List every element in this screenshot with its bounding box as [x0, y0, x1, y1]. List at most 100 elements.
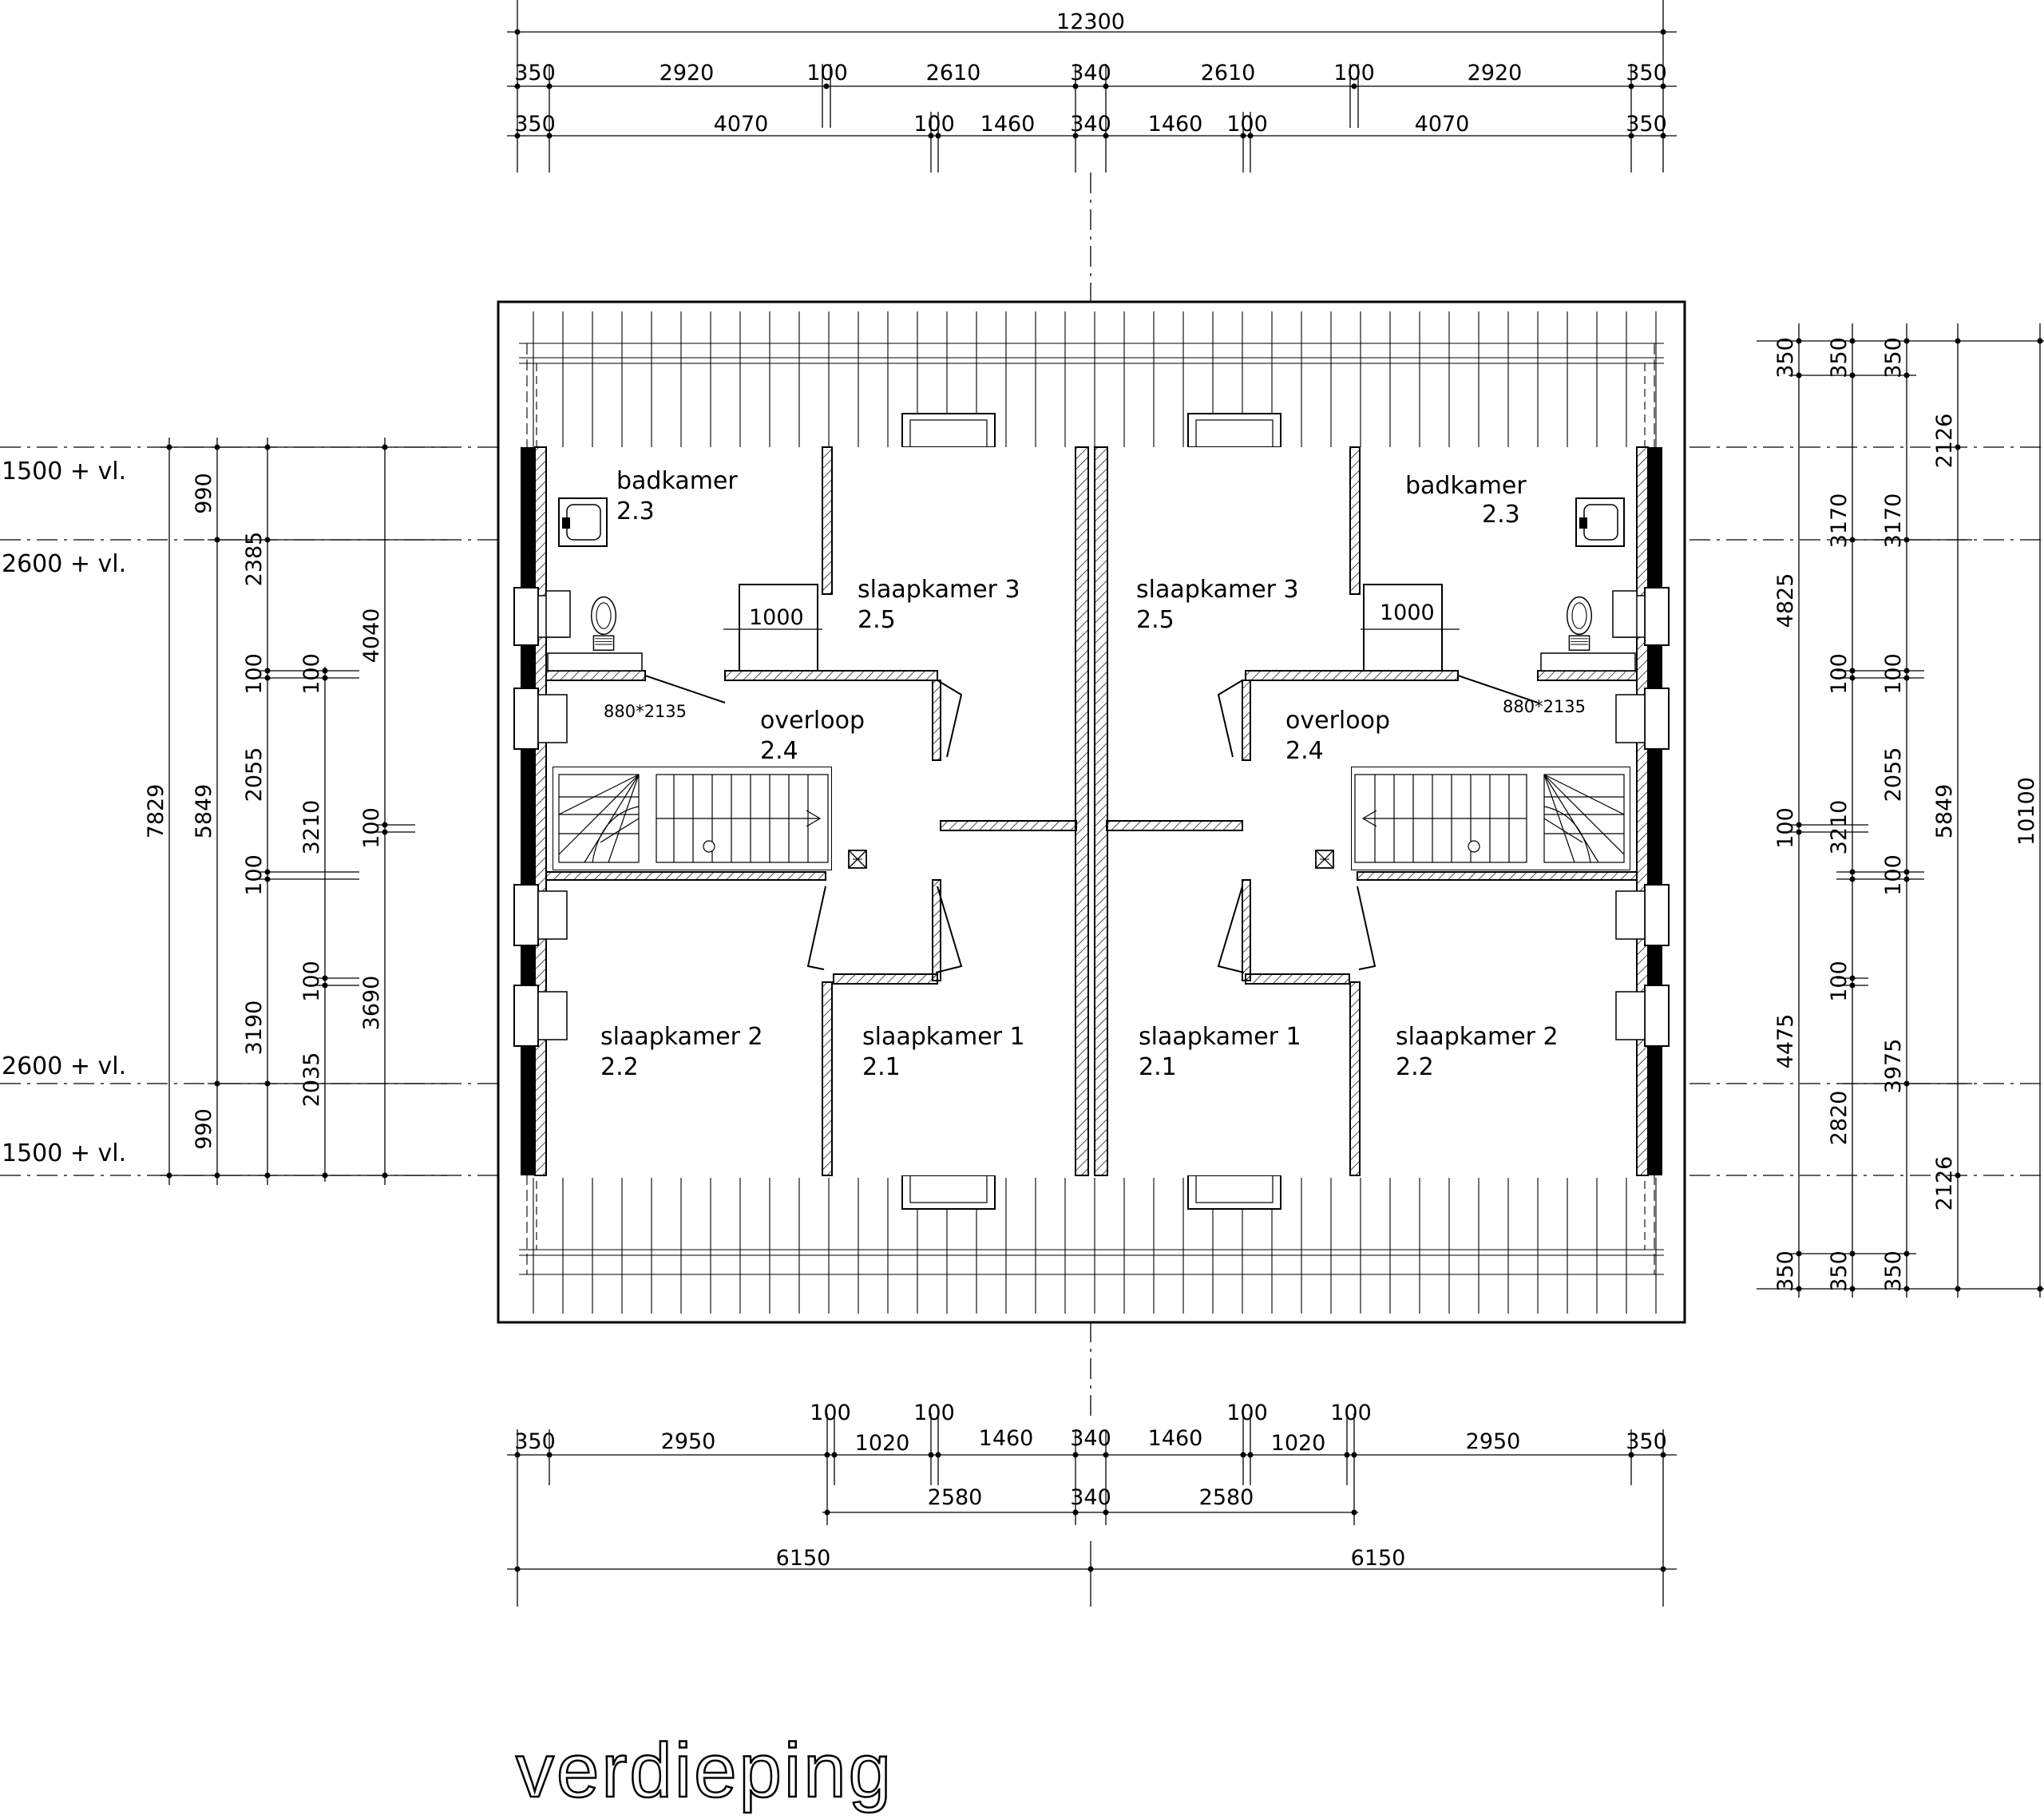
left-dimensions: 7829 990 5849 990 2385 100 2055 100 3190… — [144, 438, 447, 1185]
dim-label: 350 — [514, 1429, 556, 1454]
toilet-icon — [1566, 596, 1593, 651]
room-code: 2.5 — [858, 606, 896, 634]
level-label-upper-inner: 2600 + vl. — [2, 550, 126, 578]
dim-label: 2820 — [1827, 1091, 1852, 1146]
dim-label: 4475 — [1773, 1014, 1798, 1069]
dim-label: 990 — [192, 473, 216, 514]
level-label-lower-inner: 2600 + vl. — [2, 1052, 126, 1080]
dim-label: 100 — [1881, 653, 1906, 695]
dim-label: 3190 — [242, 1001, 267, 1056]
dim-label: 2610 — [1201, 61, 1256, 85]
dim-label: 3690 — [359, 976, 384, 1031]
dim-label: 100 — [1773, 807, 1798, 849]
room-name: badkamer — [616, 467, 738, 495]
room-code: 2.2 — [600, 1053, 639, 1081]
dim-label: 350 — [1827, 1250, 1852, 1292]
top-dimensions: 12300 350 2920 100 2610 340 2610 100 292… — [507, 0, 1677, 172]
dim-label: 6150 — [1351, 1546, 1406, 1571]
dim-label: 350 — [1626, 1429, 1667, 1454]
dim-label: 100 — [1226, 112, 1268, 137]
dim-label: 100 — [1330, 1401, 1372, 1425]
dim-label: 340 — [1070, 1426, 1111, 1451]
dim-label: 100 — [1827, 653, 1852, 695]
dim-label: 100 — [810, 1401, 851, 1425]
room-name: slaapkamer 2 — [600, 1023, 763, 1051]
room-name: overloop — [760, 707, 865, 735]
window — [1615, 884, 1670, 946]
dim-label: 2610 — [926, 61, 981, 85]
window — [513, 884, 568, 946]
dim-label: 5849 — [192, 784, 216, 839]
dim-label: 100 — [1881, 854, 1906, 896]
dim-label: 100 — [913, 112, 955, 137]
dim-label: 6150 — [776, 1546, 831, 1571]
level-label-upper-outer: 1500 + vl. — [2, 458, 126, 485]
dim-label: 3170 — [1827, 493, 1852, 549]
dim-label: 3210 — [299, 800, 324, 855]
closet — [739, 584, 818, 672]
closet — [1363, 584, 1443, 672]
door-size-label: 880*2135 — [1503, 697, 1586, 716]
bottom-dimensions: 100 100 100 100 350 2950 1020 1460 340 1… — [507, 1401, 1677, 1607]
sink-icon — [558, 497, 608, 547]
window — [513, 688, 568, 750]
dim-label: 990 — [192, 1108, 216, 1150]
dim-label: 350 — [514, 61, 556, 85]
dim-label: 2920 — [660, 61, 715, 85]
room-name: slaapkamer 3 — [858, 576, 1020, 604]
dim-label: 2950 — [661, 1429, 716, 1454]
room-name: slaapkamer 1 — [862, 1023, 1025, 1051]
dim-label: 2580 — [1199, 1485, 1254, 1510]
room-name: slaapkamer 2 — [1396, 1023, 1559, 1051]
dim-label: 340 — [1070, 1485, 1111, 1510]
annotations: 1000 1000 880*2135 880*2135 — [604, 600, 1586, 721]
level-label-lower-outer: 1500 + vl. — [2, 1139, 126, 1167]
dim-label: 100 — [913, 1401, 955, 1425]
dim-label: 100 — [299, 653, 324, 695]
sink-icon — [1575, 497, 1625, 547]
closet-width-label: 1000 — [749, 605, 804, 630]
dim-label: 100 — [242, 854, 267, 896]
room-code: 2.2 — [1396, 1053, 1434, 1081]
drawing-title: verdieping — [516, 1728, 893, 1813]
dim-label: 2920 — [1468, 61, 1523, 85]
room-name: overloop — [1285, 707, 1390, 735]
dim-label: 100 — [242, 653, 267, 695]
room-name: slaapkamer 3 — [1136, 576, 1299, 604]
room-name: slaapkamer 1 — [1139, 1023, 1301, 1051]
dim-label: 350 — [1773, 1250, 1798, 1292]
room-labels-left: badkamer 2.3 slaapkamer 3 2.5 overloop 2… — [600, 467, 1025, 1081]
room-code: 2.3 — [616, 497, 655, 525]
dim-label: 100 — [299, 961, 324, 1002]
dim-label: 350 — [1626, 61, 1667, 85]
dim-label: 4070 — [1415, 112, 1470, 137]
window — [1615, 688, 1670, 750]
dim-label: 3975 — [1881, 1039, 1906, 1094]
dim-label: 2055 — [1881, 747, 1906, 802]
window — [1615, 985, 1670, 1047]
dim-label: 7829 — [144, 784, 168, 839]
door-swings — [644, 675, 1539, 973]
dim-label: 2035 — [299, 1052, 324, 1108]
right-dimensions: 350 4825 100 4475 350 350 3170 100 3210 … — [1757, 323, 2044, 1298]
dim-label: 1460 — [1148, 1426, 1203, 1451]
dim-label: 10100 — [2014, 777, 2039, 846]
dim-label: 2126 — [1932, 1156, 1957, 1211]
window — [513, 985, 568, 1047]
dim-label: 100 — [806, 61, 848, 85]
dim-label: 350 — [1881, 337, 1906, 378]
dim-label: 1020 — [855, 1431, 910, 1456]
dim-label: 340 — [1070, 61, 1111, 85]
room-code: 2.3 — [1482, 501, 1520, 529]
room-code: 2.4 — [760, 737, 798, 765]
dim-label: 350 — [1881, 1250, 1906, 1292]
room-code: 2.1 — [862, 1053, 901, 1081]
dim-label: 2580 — [928, 1485, 983, 1510]
dim-label: 1460 — [979, 1426, 1034, 1451]
dim-label: 2126 — [1932, 414, 1957, 469]
vent-icon — [848, 850, 867, 869]
dim-label: 2055 — [242, 747, 267, 802]
dim-label: 350 — [1626, 112, 1667, 137]
dim-label: 1460 — [1148, 112, 1203, 137]
